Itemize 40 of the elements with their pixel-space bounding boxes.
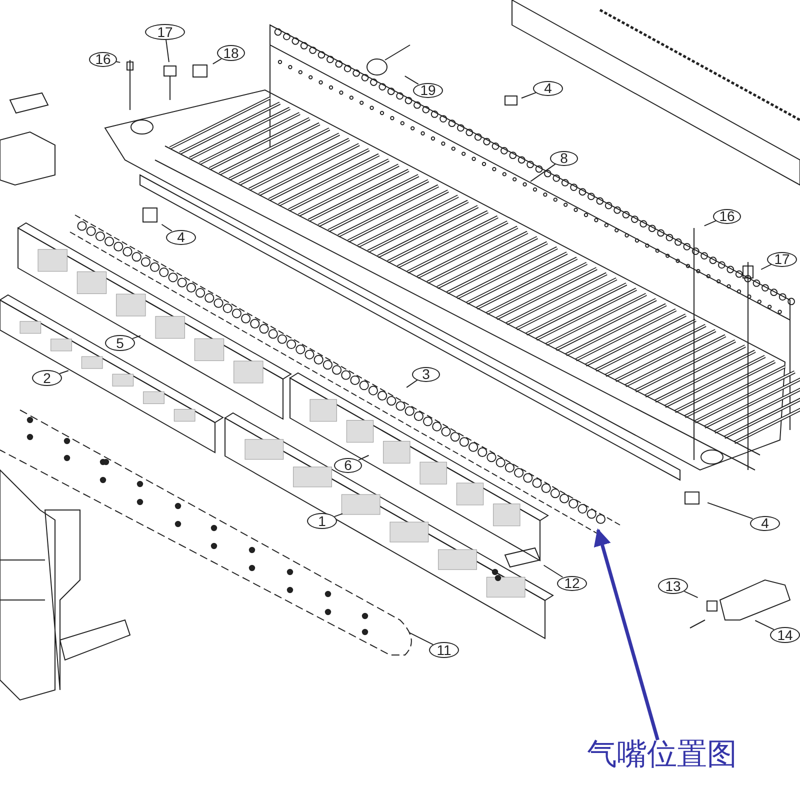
callout-number: 2 <box>32 370 62 386</box>
callout-number: 12 <box>557 576 587 590</box>
caption-text: 气嘴位置图 <box>587 740 737 770</box>
leader-line <box>754 620 774 630</box>
leader-line <box>530 163 556 182</box>
leader-line <box>404 76 419 85</box>
leader-line <box>406 379 418 388</box>
callout-number: 19 <box>413 82 443 98</box>
leader-line <box>684 590 698 598</box>
callout-number: 6 <box>334 458 362 472</box>
leader-line <box>760 264 772 270</box>
leader-line <box>116 61 121 63</box>
callout-number: 4 <box>533 80 563 96</box>
callout-number: 8 <box>550 150 578 166</box>
callout-number: 11 <box>429 642 459 658</box>
leader-line <box>408 632 434 646</box>
leader-line <box>707 502 754 520</box>
callout-number: 1 <box>307 513 337 529</box>
callout-number: 4 <box>750 516 780 530</box>
callout-number: 5 <box>105 335 135 351</box>
leader-line <box>358 454 370 461</box>
leader-line <box>704 220 717 226</box>
leader-line <box>132 335 141 340</box>
callout-number: 17 <box>145 24 185 40</box>
callout-number: 3 <box>412 366 440 382</box>
leader-line <box>334 513 343 518</box>
arrow <box>594 528 660 740</box>
leader-line <box>212 58 222 64</box>
callout-number: 18 <box>217 45 245 61</box>
callout-number: 13 <box>658 578 688 594</box>
callout-number: 16 <box>713 208 741 224</box>
callout-number: 4 <box>166 230 196 244</box>
leader-line <box>520 92 537 99</box>
callout-number: 17 <box>767 252 797 266</box>
callout-number: 14 <box>770 627 800 643</box>
leader-line <box>59 370 69 374</box>
leader-line <box>543 564 564 578</box>
leader-line <box>161 224 172 232</box>
callout-number: 16 <box>89 52 117 66</box>
leader-line <box>166 40 170 63</box>
